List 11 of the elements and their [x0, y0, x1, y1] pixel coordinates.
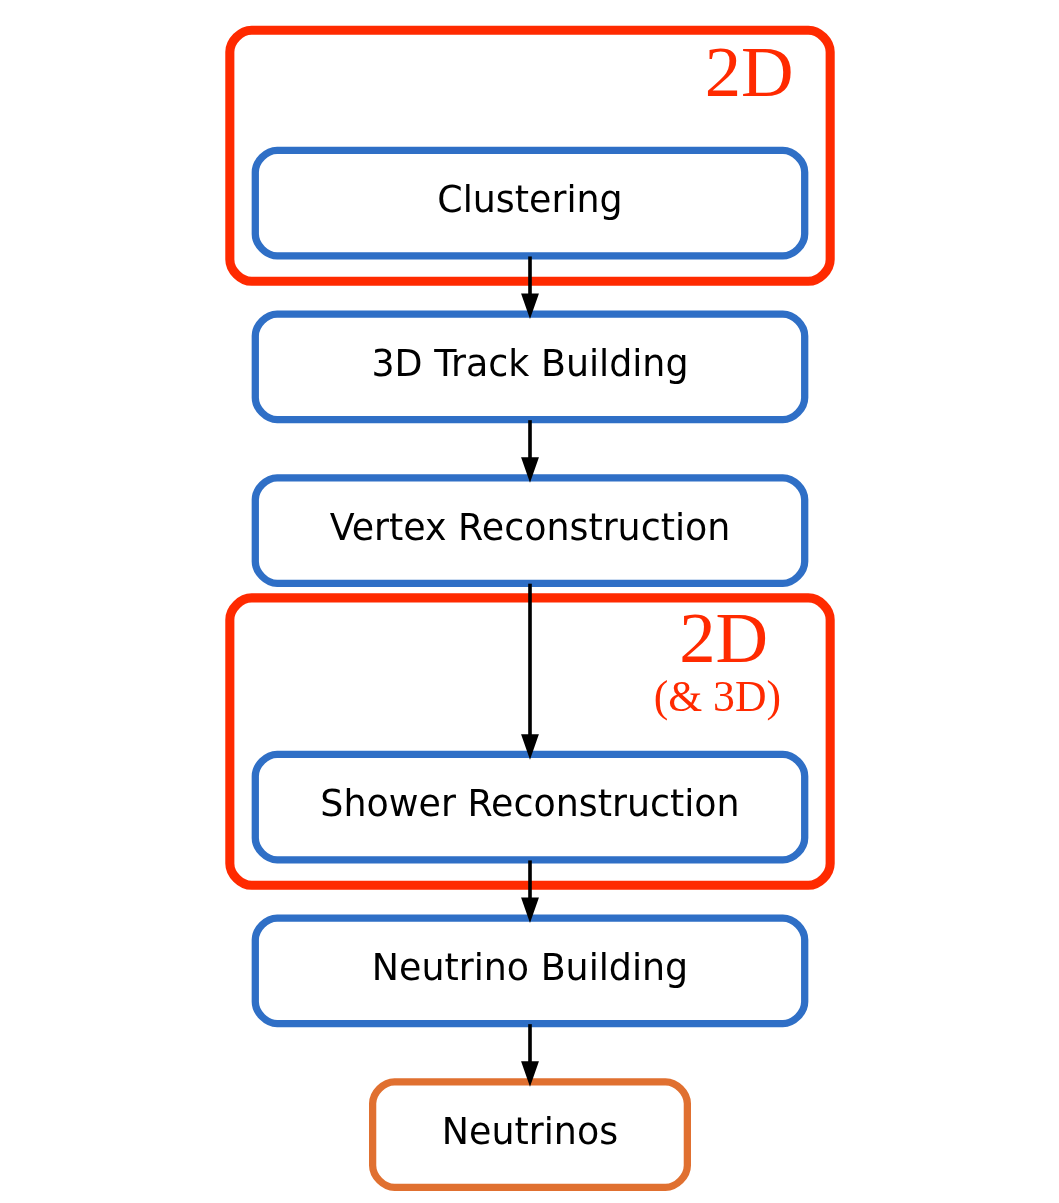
node-box: Neutrino Building [251, 914, 808, 1028]
node-box: Neutrinos [368, 1078, 691, 1191]
arrow [520, 420, 539, 483]
node-box: 3D Track Building [251, 310, 808, 424]
arrow [520, 583, 539, 760]
node-box: Vertex Reconstruction [251, 474, 808, 587]
arrow [520, 256, 539, 320]
arrow [520, 860, 539, 924]
node-box: Shower Reconstruction [251, 750, 808, 864]
node-box: Clustering [251, 146, 808, 260]
arrow [520, 1024, 539, 1087]
